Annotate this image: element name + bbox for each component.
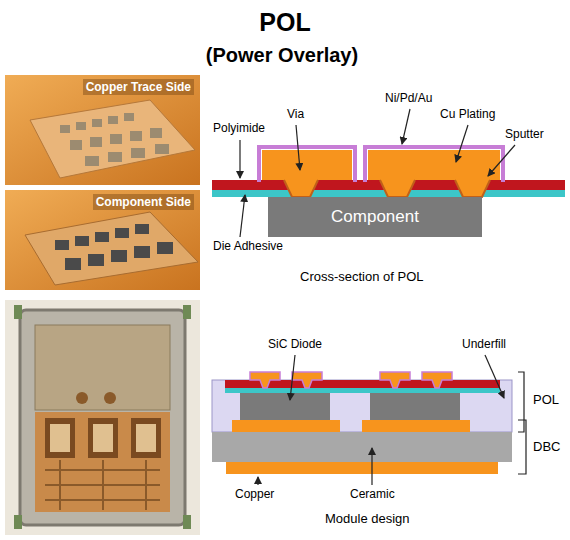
part-label: Module design [325,512,410,527]
photo-copper-trace [5,75,200,185]
part-label: (Power Overlay) [0,44,567,67]
component-box: Component [268,197,482,237]
photo-module [5,300,200,535]
title: POL [0,8,570,37]
part-label: DBC [533,440,560,455]
module-cross-section [212,355,526,485]
component-label: Component [331,207,419,227]
part-label: Cu Plating [440,108,495,122]
part-label: SiC Diode [268,338,322,352]
part-label: Polyimide [213,122,265,136]
photo-panel: Component Side [5,190,200,290]
part-label: Underfill [462,338,506,352]
pol-cross-section [212,109,565,237]
part-label: Die Adhesive [213,240,283,254]
part-label: Ceramic [350,488,395,502]
part-label: POL [533,393,559,408]
photo-caption: Copper Trace Side [83,79,194,95]
part-label: Copper [235,488,274,502]
photo-caption: Component Side [93,194,194,210]
part-label: Ni/Pd/Au [385,92,432,106]
photo-component-side [5,190,200,290]
part-label: Cross-section of POL [300,270,424,285]
photo-panel: Copper Trace Side [5,75,200,185]
part-label: Via [287,108,304,122]
part-label: Sputter [505,128,544,142]
